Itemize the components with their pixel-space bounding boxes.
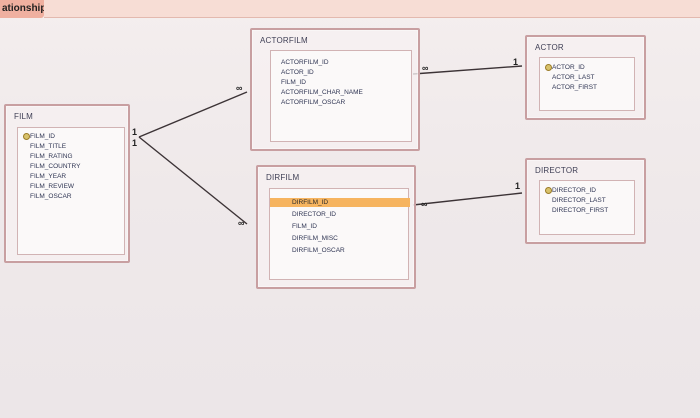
director-field-director-first[interactable]: DIRECTOR_FIRST (552, 207, 609, 214)
actor-field-list[interactable]: ACTOR_ID ACTOR_LAST ACTOR_FIRST (539, 57, 635, 111)
actor-table[interactable]: ACTOR ACTOR_ID ACTOR_LAST ACTOR_FIRST (525, 35, 646, 120)
director-field-list[interactable]: DIRECTOR_ID DIRECTOR_LAST DIRECTOR_FIRST (539, 180, 635, 235)
dirfilm-table[interactable]: DIRFILM DIRFILM_ID DIRECTOR_ID FILM_ID D… (256, 165, 416, 289)
film-field-film-title[interactable]: FILM_TITLE (30, 143, 67, 150)
film-field-film-oscar[interactable]: FILM_OSCAR (30, 193, 72, 200)
actorfilm-field-oscar[interactable]: ACTORFILM_OSCAR (281, 99, 346, 106)
actorfilm-table[interactable]: ACTORFILM ACTORFILM_ID ACTOR_ID FILM_ID … (250, 28, 420, 151)
director-field-director-id[interactable]: DIRECTOR_ID (545, 186, 596, 195)
director-field-director-last[interactable]: DIRECTOR_LAST (552, 197, 606, 204)
film-field-film-country[interactable]: FILM_COUNTRY (30, 163, 81, 170)
actor-field-actor-first[interactable]: ACTOR_FIRST (552, 84, 598, 91)
actorfilm-actor-line (412, 65, 523, 75)
actorfilm-actor-one: 1 (513, 57, 519, 67)
director-table-title: DIRECTOR (535, 166, 579, 175)
film-field-film-review[interactable]: FILM_REVIEW (30, 183, 75, 190)
actorfilm-actor-many: ∞ (422, 63, 429, 73)
key-icon (545, 187, 552, 194)
dirfilm-field-dirfilm-oscar[interactable]: DIRFILM_OSCAR (292, 247, 345, 254)
dirfilm-field-dirfilm-id[interactable]: DIRFILM_ID (270, 198, 410, 207)
dirfilm-director-line (412, 192, 523, 206)
film-actorfilm-one: 1 (132, 127, 138, 137)
actor-field-actor-id[interactable]: ACTOR_ID (545, 63, 585, 72)
actorfilm-field-char-name[interactable]: ACTORFILM_CHAR_NAME (281, 89, 363, 96)
key-icon (23, 133, 30, 140)
actorfilm-table-title: ACTORFILM (260, 36, 308, 45)
dirfilm-director-many: ∞ (421, 199, 428, 209)
dirfilm-field-film-id[interactable]: FILM_ID (292, 223, 317, 230)
key-icon (545, 64, 552, 71)
film-field-list[interactable]: FILM_ID FILM_TITLE FILM_RATING FILM_COUN… (17, 127, 125, 255)
dirfilm-director-one: 1 (515, 181, 521, 191)
film-table[interactable]: FILM FILM_ID FILM_TITLE FILM_RATING FILM… (4, 104, 130, 263)
actorfilm-field-actor-id[interactable]: ACTOR_ID (281, 69, 314, 76)
actorfilm-field-film-id[interactable]: FILM_ID (281, 79, 306, 86)
actorfilm-field-actorfilm-id[interactable]: ACTORFILM_ID (281, 59, 329, 66)
director-table[interactable]: DIRECTOR DIRECTOR_ID DIRECTOR_LAST DIREC… (525, 158, 646, 244)
dirfilm-field-director-id[interactable]: DIRECTOR_ID (292, 211, 336, 218)
film-dirfilm-one: 1 (132, 138, 138, 148)
actor-table-title: ACTOR (535, 43, 564, 52)
film-table-title: FILM (14, 112, 34, 121)
dirfilm-field-dirfilm-misc[interactable]: DIRFILM_MISC (292, 235, 338, 242)
dirfilm-field-list[interactable]: DIRFILM_ID DIRECTOR_ID FILM_ID DIRFILM_M… (269, 188, 410, 280)
film-dirfilm-line (138, 136, 248, 225)
relationships-tab[interactable]: ationships (0, 0, 52, 18)
film-actorfilm-line (138, 91, 248, 138)
actorfilm-field-list[interactable]: ACTORFILM_ID ACTOR_ID FILM_ID ACTORFILM_… (270, 50, 412, 142)
film-field-film-year[interactable]: FILM_YEAR (30, 173, 67, 180)
actor-field-actor-last[interactable]: ACTOR_LAST (552, 74, 595, 81)
film-field-film-id[interactable]: FILM_ID (23, 132, 55, 141)
film-dirfilm-many: ∞ (238, 218, 245, 228)
title-bar (44, 0, 700, 18)
dirfilm-table-title: DIRFILM (266, 173, 300, 182)
film-actorfilm-many: ∞ (236, 83, 243, 93)
film-field-film-rating[interactable]: FILM_RATING (30, 153, 73, 160)
